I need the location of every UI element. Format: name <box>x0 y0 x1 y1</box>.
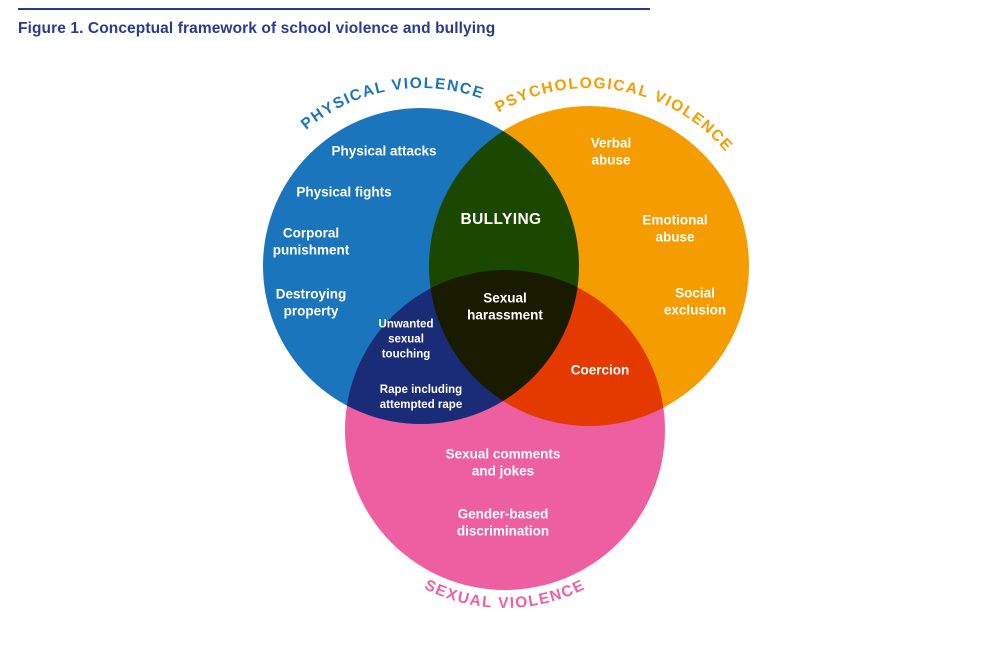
sexual-violence-circle <box>345 270 665 590</box>
region-label-emotional-abuse: Emotional abuse <box>642 212 708 245</box>
figure-title: Figure 1. Conceptual framework of school… <box>18 20 496 37</box>
top-rule <box>18 8 650 10</box>
region-label-rape-including-attempted-rape: Rape including attempted rape <box>379 384 463 411</box>
region-label-social-exclusion: Social exclusion <box>663 285 727 318</box>
region-label-verbal-abuse: Verbal abuse <box>590 135 632 168</box>
region-label-sexual-comments-and-jokes: Sexual comments and jokes <box>445 446 561 479</box>
region-label-unwanted-sexual-touching: Unwanted sexual touching <box>378 318 434 361</box>
region-label-sexual-harassment: Sexual harassment <box>467 290 543 323</box>
venn-circles <box>263 106 749 590</box>
region-label-physical-fights: Physical fights <box>296 184 392 200</box>
region-label-corporal-punishment: Corporal punishment <box>272 225 350 258</box>
region-label-coercion: Coercion <box>570 362 630 378</box>
region-label-destroying-property: Destroying property <box>275 286 347 319</box>
region-label-physical-attacks: Physical attacks <box>331 143 437 159</box>
region-label-bullying: BULLYING <box>460 211 542 229</box>
region-label-gender-based-discrimination: Gender-based discrimination <box>456 506 550 539</box>
